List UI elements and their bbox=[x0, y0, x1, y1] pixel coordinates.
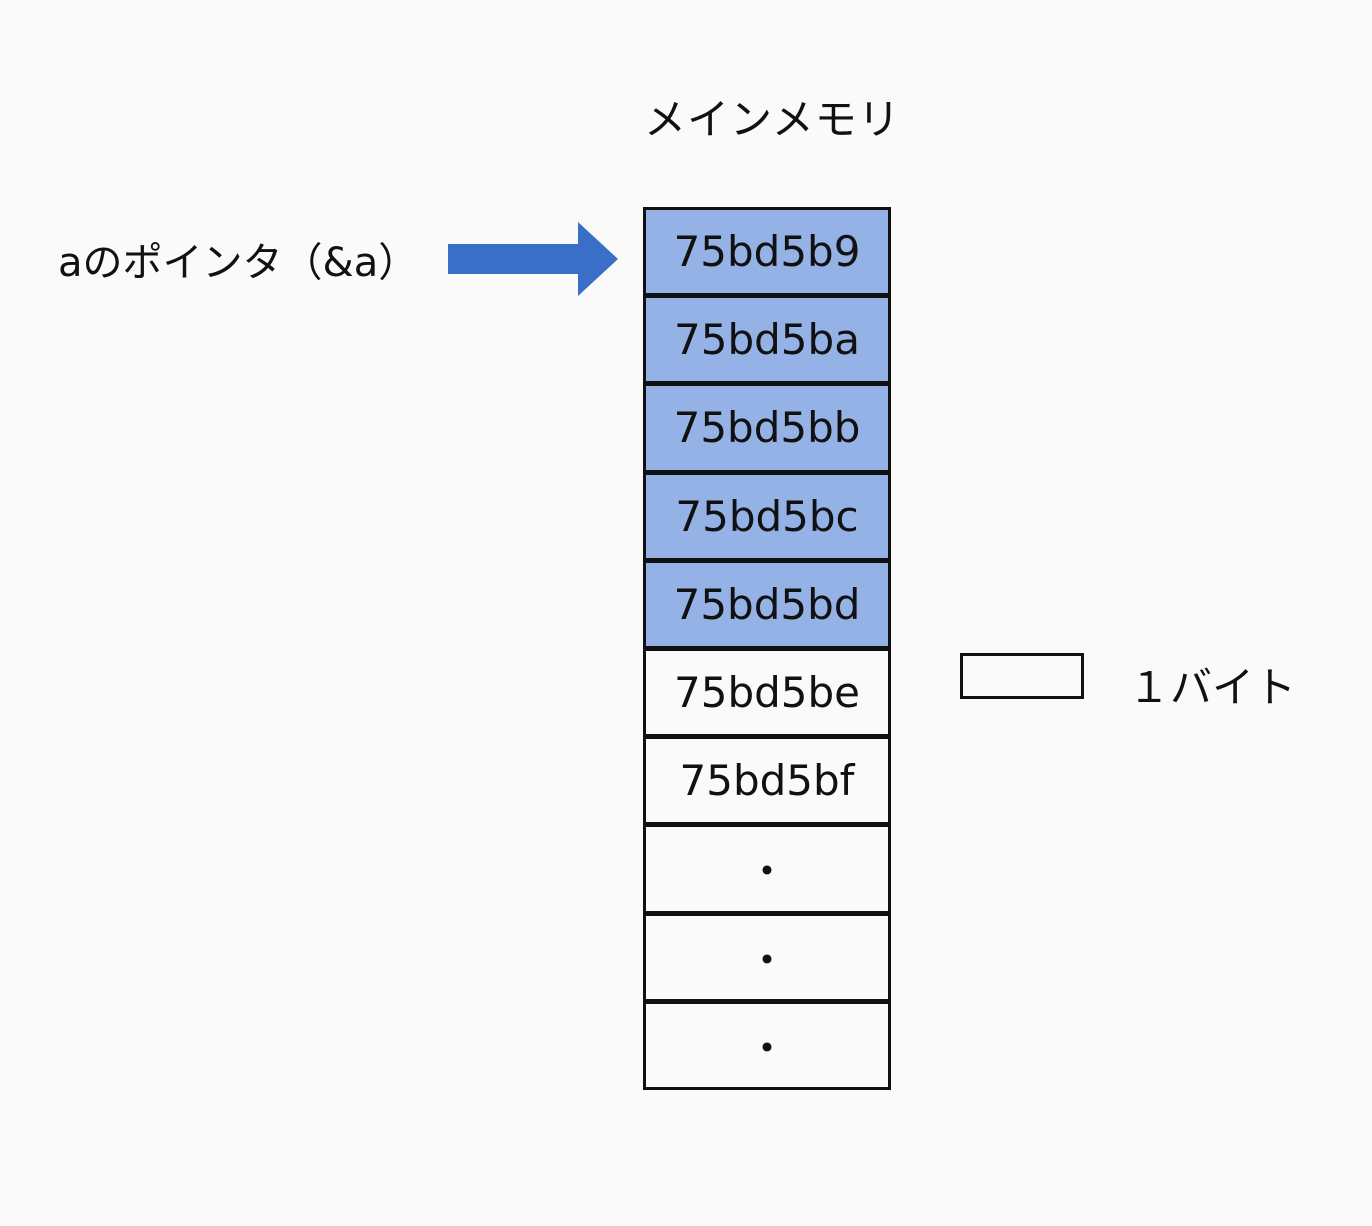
memory-cell: 75bd5bb bbox=[643, 383, 891, 473]
memory-cell: 75bd5ba bbox=[643, 295, 891, 385]
pointer-label: aのポインタ（&a） bbox=[58, 240, 419, 286]
memory-cell-ellipsis: ・ bbox=[643, 824, 891, 914]
right-arrow-icon bbox=[448, 222, 618, 296]
legend-byte-label: １バイト bbox=[1128, 663, 1297, 712]
memory-cell: 75bd5bd bbox=[643, 559, 891, 649]
memory-cell: 75bd5b9 bbox=[643, 207, 891, 297]
legend-byte-box bbox=[960, 653, 1084, 699]
memory-cell: 75bd5be bbox=[643, 647, 891, 738]
memory-cell: 75bd5bf bbox=[643, 736, 891, 826]
main-memory-title: メインメモリ bbox=[644, 95, 901, 144]
memory-cell: 75bd5bc bbox=[643, 471, 891, 561]
memory-cell-ellipsis: ・ bbox=[643, 912, 891, 1002]
memory-cell-ellipsis: ・ bbox=[643, 1000, 891, 1090]
arrow-shape bbox=[448, 222, 618, 296]
